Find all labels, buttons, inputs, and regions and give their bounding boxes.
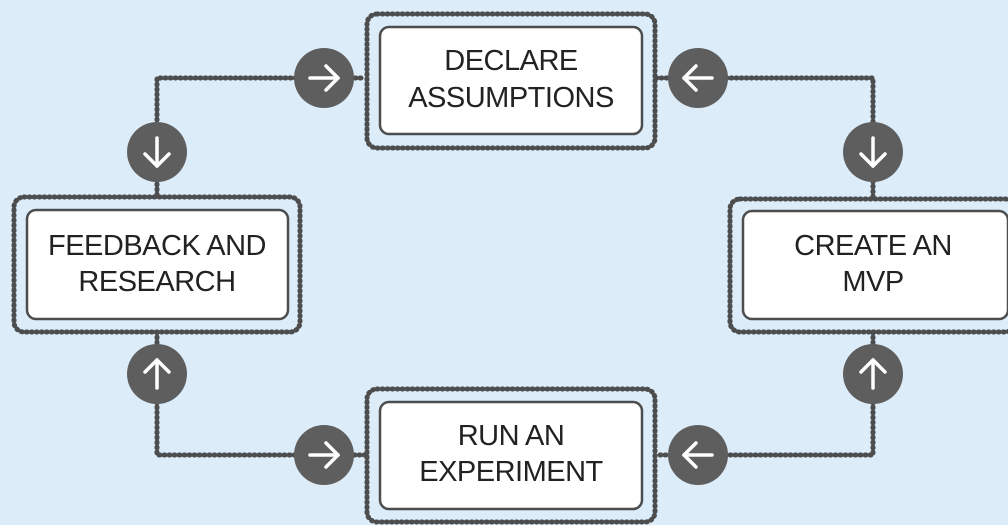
node-dotted-frame bbox=[727, 196, 1008, 335]
arrow-down-icon bbox=[127, 122, 187, 182]
arrow-badges bbox=[127, 48, 903, 485]
node-label-line1: DECLARE bbox=[444, 45, 578, 77]
node-label-line1: FEEDBACK AND bbox=[48, 230, 266, 262]
node-run-an-experiment: RUN AN EXPERIMENT bbox=[364, 386, 658, 525]
arrow-left-icon bbox=[668, 48, 728, 108]
node-dotted-frame bbox=[11, 194, 303, 335]
arrow-right-icon bbox=[294, 48, 354, 108]
arrow-left-icon bbox=[668, 425, 728, 485]
node-create-an-mvp: CREATE AN MVP bbox=[727, 196, 1008, 335]
node-dotted-frame bbox=[364, 11, 658, 151]
node-dotted-frame bbox=[364, 386, 658, 525]
arrow-up-icon bbox=[127, 344, 187, 404]
node-feedback-and-research: FEEDBACK AND RESEARCH bbox=[11, 194, 303, 335]
node-box bbox=[378, 400, 644, 511]
arrow-right-icon bbox=[294, 425, 354, 485]
node-label-line1: CREATE AN bbox=[794, 230, 952, 262]
arrow-down-icon bbox=[843, 122, 903, 182]
node-label-line2: RESEARCH bbox=[78, 266, 235, 298]
node-label-line2: MVP bbox=[842, 266, 903, 298]
node-label-line2: EXPERIMENT bbox=[419, 456, 603, 488]
node-label-line1: RUN AN bbox=[458, 420, 565, 452]
node-box bbox=[25, 208, 290, 321]
arrow-up-icon bbox=[843, 344, 903, 404]
node-box bbox=[741, 209, 1008, 321]
node-declare-assumptions: DECLARE ASSUMPTIONS bbox=[364, 11, 658, 151]
node-box bbox=[378, 25, 644, 136]
node-label-line2: ASSUMPTIONS bbox=[408, 82, 614, 114]
